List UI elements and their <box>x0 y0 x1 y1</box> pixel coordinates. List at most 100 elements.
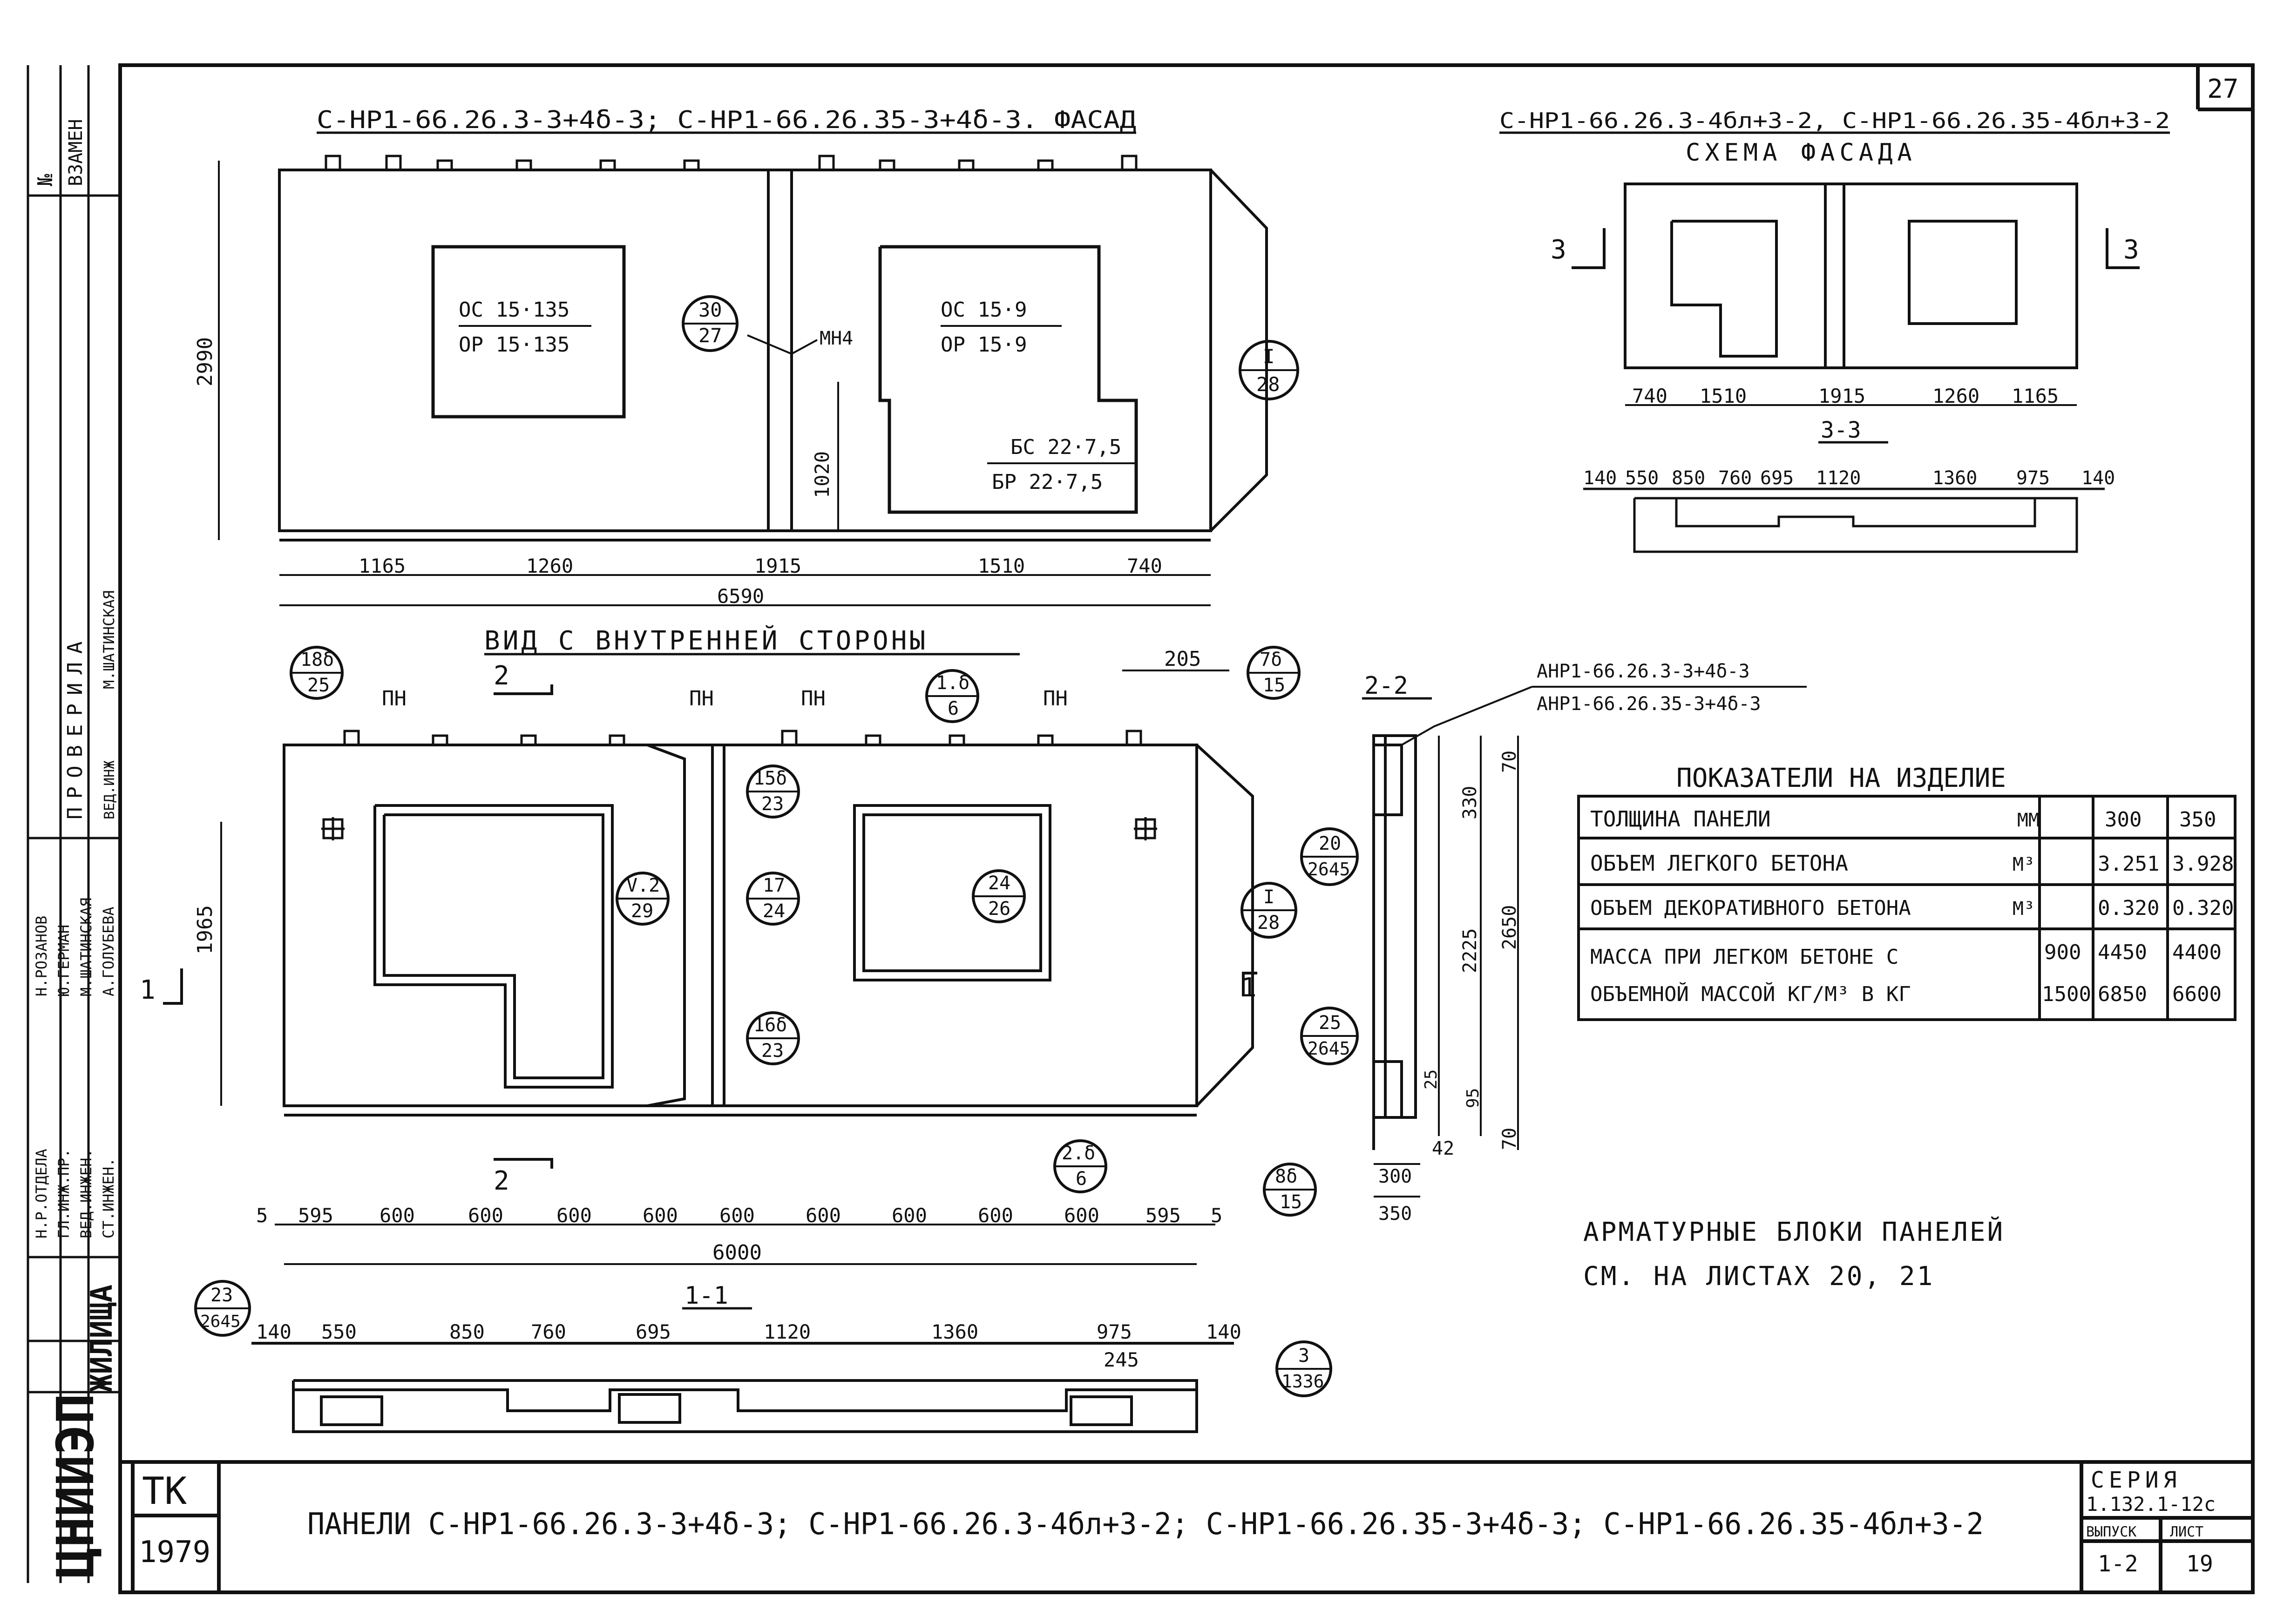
svg-text:5: 5 <box>1211 1204 1222 1227</box>
svg-text:0.320: 0.320 <box>2098 896 2159 920</box>
facade-panel <box>278 169 1268 541</box>
scheme-cut-3-right: 3 <box>2123 235 2139 265</box>
svg-text:5: 5 <box>256 1204 268 1227</box>
svg-text:550: 550 <box>321 1320 357 1343</box>
callout-I-28-inner: I28 <box>1240 882 1297 939</box>
svg-text:ММ: ММ <box>2017 810 2040 831</box>
svg-text:15δ: 15δ <box>753 768 787 789</box>
window-2-door <box>878 245 1138 514</box>
svg-text:25: 25 <box>1422 1069 1441 1089</box>
ref-anr-2: АНР1-66.26.35-3+4δ-3 <box>1537 693 1761 715</box>
svg-text:2645: 2645 <box>1308 1038 1350 1059</box>
section-1-1-callout-left: 23 2645 <box>194 1280 251 1337</box>
svg-text:ОБЪЕМ ДЕКОРАТИВНОГО БЕТОНА: ОБЪЕМ ДЕКОРАТИВНОГО БЕТОНА <box>1590 896 1911 920</box>
svg-text:140: 140 <box>256 1320 291 1343</box>
inner-pn-labels: ПН ПН ПН ПН <box>382 687 1068 710</box>
window-2-top-label: ОС 15·9 <box>941 298 1027 322</box>
role-2: ГЛ.ИНЖ.ПР. <box>55 1149 73 1238</box>
dim-2990: 2990 <box>193 337 217 386</box>
svg-text:3: 3 <box>1298 1345 1309 1367</box>
svg-text:95: 95 <box>1464 1088 1483 1108</box>
svg-text:4400: 4400 <box>2172 941 2222 964</box>
list-value: 19 <box>2186 1551 2213 1577</box>
scheme-dims: 740 1510 1915 1260 1165 <box>1632 385 2059 407</box>
svg-text:975: 975 <box>1097 1320 1132 1343</box>
svg-text:16δ: 16δ <box>753 1015 787 1036</box>
svg-text:595: 595 <box>298 1204 333 1227</box>
facade-dimension-line <box>279 574 1211 606</box>
callout-I-28-facade: I 28 <box>1239 340 1299 400</box>
svg-text:600: 600 <box>556 1204 592 1227</box>
section-2-2-callout-20: 20 2645 <box>1300 827 1359 886</box>
window-1 <box>431 245 626 419</box>
svg-text:1120: 1120 <box>1816 467 1861 489</box>
svg-text:20: 20 <box>1319 833 1341 854</box>
section-1-1-profile <box>251 1342 1234 1433</box>
svg-text:18δ: 18δ <box>300 649 334 670</box>
door-top-label: БС 22·7,5 <box>1010 435 1121 459</box>
callout-30-27: 30 27 <box>682 295 739 352</box>
svg-text:695: 695 <box>636 1320 671 1343</box>
svg-text:300: 300 <box>2105 808 2142 832</box>
ved-inzh-short: ВЕД.ИНЖ <box>102 761 118 819</box>
proverila-label: ПРОВЕРИЛА <box>63 633 87 819</box>
scheme-panel <box>1624 183 2078 369</box>
section-1-1-callout-right: 3 1336 <box>1275 1340 1332 1397</box>
dim-1020: 1020 <box>811 451 834 498</box>
svg-text:600: 600 <box>468 1204 503 1227</box>
inner-window-2 <box>853 804 1051 981</box>
facade-bottom-dims: 1165 1260 1915 1510 740 6590 <box>359 555 1162 608</box>
cut-2-bottom: 2 <box>494 1166 509 1196</box>
name-1: Н.РОЗАНОВ <box>33 916 50 996</box>
svg-text:1.δ: 1.δ <box>936 672 969 694</box>
svg-text:15: 15 <box>1280 1191 1302 1213</box>
svg-text:ПН: ПН <box>801 687 826 710</box>
svg-text:24: 24 <box>763 900 785 922</box>
svg-text:3.251: 3.251 <box>2098 852 2159 876</box>
dim-6000: 6000 <box>712 1241 762 1265</box>
role-3: ВЕД.ИНЖЕН. <box>77 1149 95 1238</box>
svg-text:2225: 2225 <box>1459 928 1481 973</box>
name-4: А.ГОЛУБЕВА <box>100 907 117 996</box>
svg-text:350: 350 <box>1378 1203 1412 1225</box>
svg-text:595: 595 <box>1145 1204 1181 1227</box>
cut-1-left: 1 <box>140 975 156 1005</box>
svg-text:550: 550 <box>1625 467 1659 489</box>
scheme-cut-marks <box>1572 228 2140 269</box>
svg-text:600: 600 <box>643 1204 678 1227</box>
svg-text:42: 42 <box>1432 1138 1454 1159</box>
svg-text:1260: 1260 <box>526 555 573 577</box>
svg-text:М³: М³ <box>2013 898 2035 920</box>
vzamen-label: ВЗАМЕН <box>65 119 87 187</box>
svg-text:740: 740 <box>1127 555 1162 577</box>
org-suffix: ЖИЛИЩА <box>85 1285 119 1392</box>
svg-text:17: 17 <box>763 875 785 896</box>
svg-text:6: 6 <box>1076 1168 1087 1190</box>
svg-text:740: 740 <box>1632 385 1667 407</box>
section-2-2-callout-25: 25 2645 <box>1300 1007 1359 1065</box>
svg-text:140: 140 <box>2081 467 2115 489</box>
svg-text:I: I <box>1263 886 1274 908</box>
svg-text:760: 760 <box>1718 467 1752 489</box>
svg-text:1915: 1915 <box>1818 385 1865 407</box>
section-1-1-dims: 140 550 850 760 695 1120 1360 975 140 24… <box>256 1320 1241 1371</box>
section-2-2-dims: 70 330 2225 2650 25 95 70 42 300 350 <box>1378 751 1520 1225</box>
left-strip-texts: № ВЗАМЕН ПРОВЕРИЛА М.ШАТИНСКАЯ ВЕД.ИНЖ Н… <box>33 119 119 1579</box>
inner-bottom-dims: 5 595 600 600 600 600 600 600 600 600 60… <box>256 1204 1222 1265</box>
svg-text:24: 24 <box>988 873 1010 894</box>
svg-text:8δ: 8δ <box>1275 1166 1297 1187</box>
svg-text:ОБЪЕМ ЛЕГКОГО БЕТОНА: ОБЪЕМ ЛЕГКОГО БЕТОНА <box>1590 851 1848 876</box>
svg-text:600: 600 <box>719 1204 755 1227</box>
svg-text:1336: 1336 <box>1281 1371 1324 1392</box>
section-3-3-dims: 140 550 850 760 695 1120 1360 975 140 <box>1583 467 2115 489</box>
svg-text:1360: 1360 <box>931 1320 978 1343</box>
svg-text:1165: 1165 <box>359 555 406 577</box>
svg-text:975: 975 <box>2016 467 2050 489</box>
mass-line-2: ОБЪЕМНОЙ МАССОЙ КГ/М³ В КГ <box>1590 981 1911 1006</box>
scheme-title-1: С-НР1-66.26.3-4бл+3-2, С-НР1-66.26.35-4б… <box>1499 108 2170 133</box>
svg-text:695: 695 <box>1760 467 1794 489</box>
